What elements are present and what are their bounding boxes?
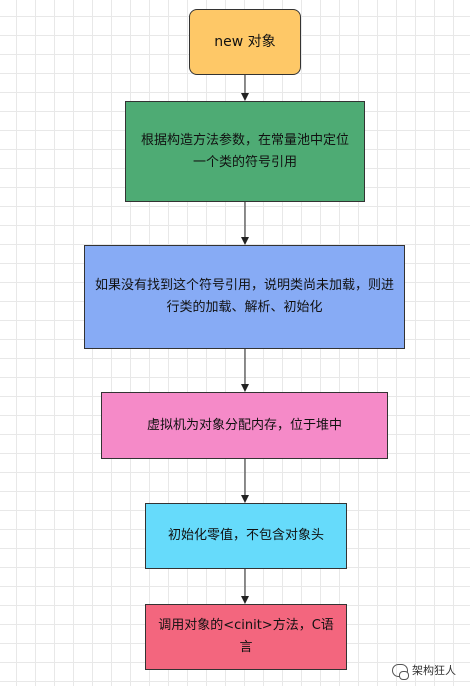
node-call-cinit: 调用对象的<cinit>方法，C语言 <box>145 604 347 670</box>
node-new-object-label: new 对象 <box>214 34 276 50</box>
node-allocate-memory: 虚拟机为对象分配内存，位于堆中 <box>101 392 388 459</box>
watermark-text: 架构狂人 <box>412 664 456 677</box>
node-class-loading-label: 如果没有找到这个符号引用，说明类尚未加载，则进行类的加载、解析、初始化 <box>95 278 395 315</box>
node-zero-init: 初始化零值，不包含对象头 <box>145 503 347 569</box>
wechat-icon <box>392 663 409 680</box>
node-new-object: new 对象 <box>189 9 301 75</box>
node-locate-symbol-ref-label: 根据构造方法参数，在常量池中定位一个类的符号引用 <box>140 132 349 170</box>
watermark: 架构狂人 <box>392 662 456 680</box>
node-locate-symbol-ref: 根据构造方法参数，在常量池中定位一个类的符号引用 <box>125 101 365 202</box>
node-allocate-memory-label: 虚拟机为对象分配内存，位于堆中 <box>146 417 342 433</box>
node-zero-init-label: 初始化零值，不包含对象头 <box>167 528 324 543</box>
node-call-cinit-label: 调用对象的<cinit>方法，C语言 <box>158 618 334 655</box>
node-class-loading: 如果没有找到这个符号引用，说明类尚未加载，则进行类的加载、解析、初始化 <box>84 245 405 349</box>
